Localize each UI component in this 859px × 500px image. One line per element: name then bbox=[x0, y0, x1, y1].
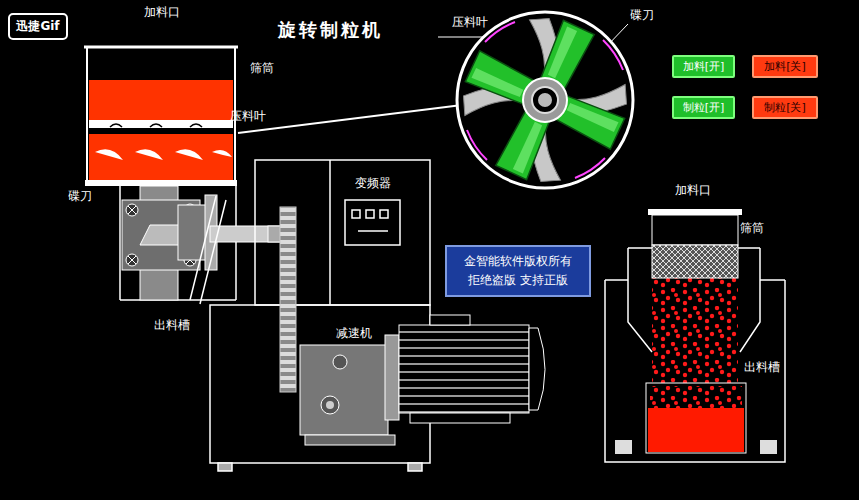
node-text: 拒绝盗版 支持正版 bbox=[468, 273, 568, 288]
granulator-section bbox=[605, 209, 785, 462]
control-button: 制粒[关] bbox=[752, 96, 818, 119]
drive-housing bbox=[120, 186, 285, 304]
part-label: 碟刀 bbox=[68, 189, 92, 203]
part-label: 出料槽 bbox=[154, 318, 190, 332]
part-label: 筛筒 bbox=[740, 221, 764, 235]
copyright-box: 金智能软件版权所有拒绝盗版 支持正版 bbox=[445, 245, 591, 297]
rotor-detail bbox=[457, 12, 633, 188]
hopper bbox=[84, 47, 238, 186]
control-button: 制粒[开] bbox=[672, 96, 735, 119]
part-label: 减速机 bbox=[336, 326, 372, 340]
node-text: 制粒[关] bbox=[764, 101, 806, 115]
diagram-title: 旋转制粒机 bbox=[278, 19, 383, 41]
part-label: 出料槽 bbox=[744, 360, 780, 374]
node-text: 加料[关] bbox=[764, 60, 806, 74]
part-label: 变频器 bbox=[355, 176, 391, 190]
gear bbox=[268, 207, 296, 392]
watermark-badge: 迅捷Gif bbox=[8, 13, 68, 40]
reducer-motor bbox=[300, 315, 545, 445]
control-button: 加料[关] bbox=[752, 55, 818, 78]
part-label: 加料口 bbox=[144, 5, 180, 19]
node-text: 迅捷Gif bbox=[16, 19, 59, 34]
part-label: 筛筒 bbox=[250, 61, 274, 75]
node-text: 金智能软件版权所有 bbox=[464, 254, 572, 269]
node-text: 制粒[开] bbox=[683, 101, 725, 115]
leader-line bbox=[238, 105, 462, 133]
part-label: 压料叶 bbox=[452, 15, 488, 29]
part-label: 压料叶 bbox=[230, 109, 266, 123]
cabinet bbox=[210, 160, 430, 471]
part-label: 加料口 bbox=[675, 183, 711, 197]
part-label: 碟刀 bbox=[630, 8, 654, 22]
control-button: 加料[开] bbox=[672, 55, 735, 78]
node-text: 加料[开] bbox=[683, 60, 725, 74]
